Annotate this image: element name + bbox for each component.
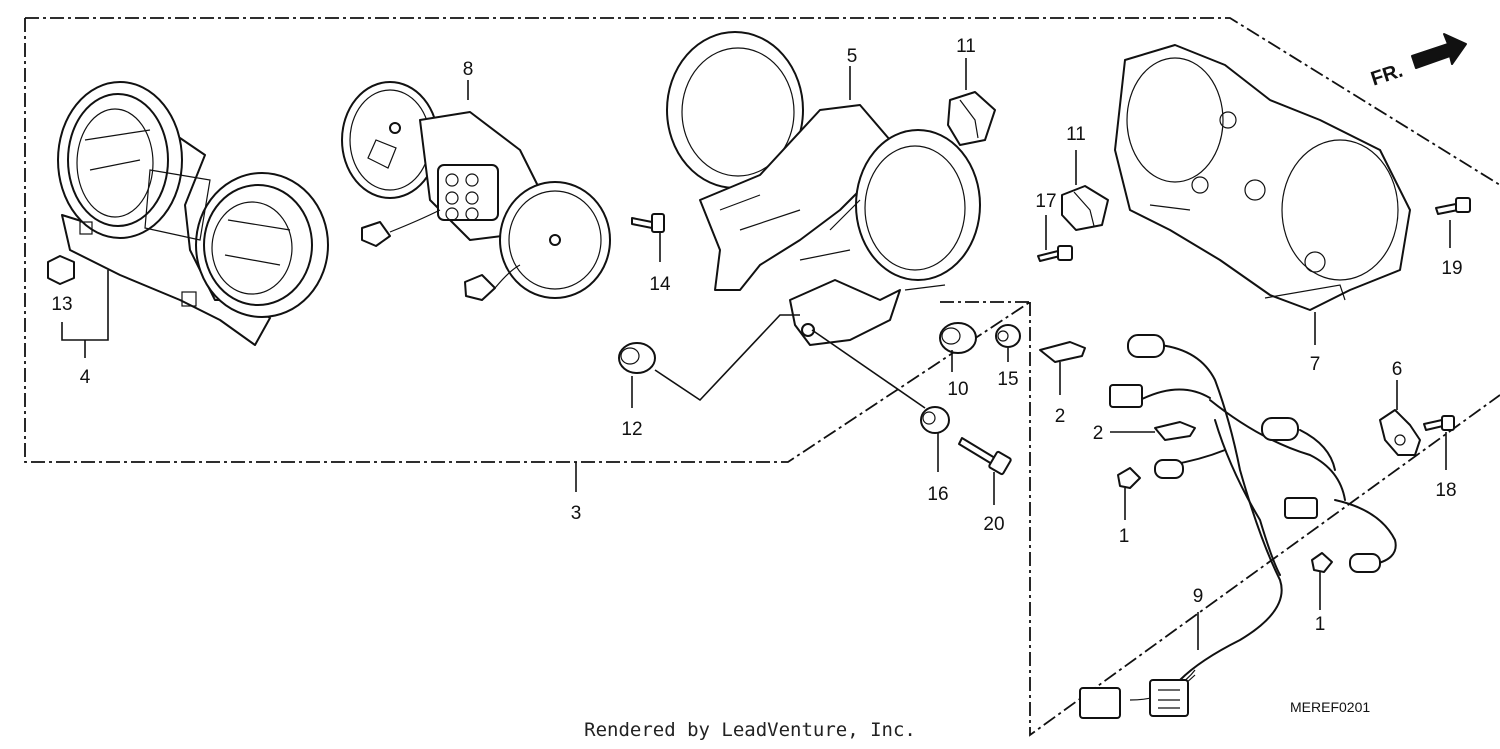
screw-19 (1435, 197, 1471, 215)
front-direction-label: FR. (1368, 60, 1405, 91)
screw-14 (631, 213, 665, 233)
callout-9: 9 (1193, 586, 1204, 607)
callout-leaders (467, 58, 1451, 650)
callout-17: 17 (1035, 191, 1056, 212)
callout-11: 11 (956, 36, 976, 57)
rubber-cap-11-lower (1061, 185, 1109, 231)
callout-14: 14 (649, 274, 671, 295)
callout-7: 7 (1310, 354, 1321, 375)
clamp-6 (1379, 409, 1421, 456)
callout-2: 2 (1055, 406, 1066, 427)
callout-11: 11 (1066, 124, 1086, 145)
meter-cover-part (1114, 44, 1411, 311)
callout-6: 6 (1392, 359, 1403, 380)
credit-line: Rendered by LeadVenture, Inc. (584, 719, 916, 741)
bulb-socket-2-upper (1039, 341, 1086, 363)
front-direction-indicator (1411, 33, 1467, 69)
callout-18: 18 (1435, 480, 1456, 501)
meter-visor-part (57, 81, 329, 346)
leader-grommet-12 (654, 314, 800, 402)
meter-case-part (666, 31, 981, 346)
callout-1: 1 (1315, 614, 1326, 635)
bulb-1-upper (1117, 467, 1141, 489)
gauge-assembly-part (341, 81, 611, 301)
rubber-cap-11-upper (947, 91, 996, 146)
callout-1: 1 (1119, 526, 1130, 547)
collar-16 (920, 406, 950, 434)
rubber-cushion-13 (47, 255, 75, 285)
bracket-leader-4 (61, 270, 109, 358)
callout-3: 3 (571, 503, 582, 524)
callout-2: 2 (1093, 423, 1104, 444)
callout-19: 19 (1441, 258, 1462, 279)
drawing-code: MEREF0201 (1290, 699, 1370, 715)
wire-harness-part (1079, 334, 1397, 719)
callout-4: 4 (80, 367, 91, 388)
callout-8: 8 (463, 59, 474, 80)
callout-labels: 1 1 2 2 3 4 5 6 7 8 9 10 11 11 12 13 14 … (51, 36, 1462, 635)
callout-5: 5 (847, 46, 858, 67)
callout-12: 12 (621, 419, 642, 440)
callout-13: 13 (51, 294, 72, 315)
leader-collar-16 (811, 329, 926, 409)
callout-10: 10 (947, 379, 968, 400)
assembly-3-boundary (24, 17, 1500, 737)
grommet-12 (618, 342, 656, 374)
front-arrow-icon (1411, 33, 1467, 69)
callout-20: 20 (983, 514, 1004, 535)
collar-15 (995, 324, 1021, 348)
grommet-10 (939, 322, 977, 354)
callout-15: 15 (997, 369, 1018, 390)
bulb-1-lower (1311, 552, 1333, 573)
screw-17 (1037, 245, 1073, 262)
bolt-20 (958, 437, 1012, 476)
callout-16: 16 (927, 484, 948, 505)
bulb-socket-2-lower (1154, 421, 1196, 441)
screw-18 (1423, 415, 1455, 431)
